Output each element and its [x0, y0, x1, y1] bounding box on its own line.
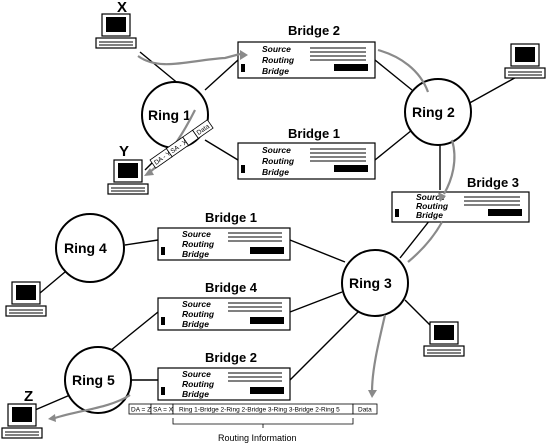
- bridge-1-top-label: Bridge 1: [288, 126, 340, 141]
- bridge-2-top-line1: Source: [262, 44, 291, 54]
- computer-z-icon: [1, 403, 43, 439]
- bridge-1-top: Source Routing Bridge: [237, 142, 376, 180]
- station-z-label: Z: [24, 388, 33, 405]
- bridge-3-line3: Bridge: [416, 210, 443, 220]
- bridge-3: Source Routing Bridge: [391, 191, 530, 223]
- bridge-1-top-line2: Routing: [262, 156, 295, 166]
- top-frame: DA - Y SA - X Data: [149, 119, 214, 169]
- bottom-frame-ri: Ring 1-Bridge 2-Ring 2-Bridge 3-Ring 3-B…: [179, 407, 340, 414]
- link-bridge3-ring3: [399, 219, 431, 259]
- link-ring4-pc: [39, 271, 66, 294]
- frame-route-path: [48, 48, 456, 422]
- link-bridge1-ring3: [289, 239, 346, 263]
- link-z-ring5: [34, 394, 71, 411]
- bottom-frame-da: DA = Z: [131, 407, 151, 414]
- route-ring2-to-bridge3: [443, 139, 456, 195]
- ring-4: Ring 4: [55, 213, 125, 283]
- route-bridge2-to-ring2: [377, 48, 430, 93]
- bridge-4: Source Routing Bridge: [157, 297, 291, 331]
- bridge-3-line1: Source: [416, 192, 445, 202]
- ring-2-label: Ring 2: [412, 104, 455, 120]
- link-ring4-bridge1: [124, 239, 159, 246]
- link-ring5-bridge4: [104, 311, 159, 356]
- computer-ring4-icon: [5, 281, 47, 317]
- arrow-head-4: [48, 414, 56, 422]
- computer-x-icon: [95, 13, 137, 49]
- ring-4-label: Ring 4: [64, 240, 107, 256]
- bridge-1-top-line1: Source: [262, 145, 291, 155]
- arrow-head-3: [368, 390, 377, 398]
- computer-y-icon: [107, 159, 149, 195]
- bridge-2-low: Source Routing Bridge: [157, 367, 291, 401]
- bridge-4-label: Bridge 4: [205, 280, 258, 295]
- bridge-4-line3: Bridge: [182, 319, 209, 329]
- arrow-head-2: [438, 192, 446, 202]
- routing-information-caption: Routing Information: [218, 433, 297, 443]
- link-bridge2-ring3: [289, 309, 361, 381]
- route-ring3-to-bridge2: [370, 314, 387, 393]
- bridge-2-low-line3: Bridge: [182, 389, 209, 399]
- link-ring1-bridge1: [204, 139, 239, 161]
- station-y-label: Y: [119, 143, 129, 160]
- bridge-4-line2: Routing: [182, 309, 215, 319]
- ring-1-label: Ring 1: [148, 107, 191, 123]
- bridge-2-low-line1: Source: [182, 369, 211, 379]
- bottom-frame: DA = Z SA = X Ring 1-Bridge 2-Ring 2-Bri…: [128, 403, 378, 428]
- bridge-4-line1: Source: [182, 299, 211, 309]
- ring-5-label: Ring 5: [72, 372, 115, 388]
- route-ring5-to-z: [54, 394, 131, 420]
- bridge-1-low-line1: Source: [182, 229, 211, 239]
- ring-5: Ring 5: [64, 346, 132, 414]
- bridge-1-low: Source Routing Bridge: [157, 227, 291, 261]
- link-bridge1-ring2: [374, 129, 413, 161]
- bridge-1-low-line3: Bridge: [182, 249, 209, 259]
- bridge-2-low-line2: Routing: [182, 379, 215, 389]
- bridge-2-low-label: Bridge 2: [205, 350, 257, 365]
- bottom-frame-sa: SA = X: [153, 407, 174, 414]
- bridge-2-top-line3: Bridge: [262, 66, 289, 76]
- bridge-2-top-line2: Routing: [262, 55, 295, 65]
- ring-3: Ring 3: [341, 249, 409, 317]
- link-ring2-pc: [465, 74, 521, 106]
- computer-ring2-icon: [504, 43, 546, 79]
- bridge-2-top: Source Routing Bridge: [237, 41, 376, 79]
- link-bridge4-ring3: [289, 291, 343, 313]
- ring-2: Ring 2: [404, 78, 472, 146]
- arrow-head-1: [240, 50, 248, 60]
- bridge-1-low-label: Bridge 1: [205, 210, 257, 225]
- station-x-label: X: [117, 0, 127, 16]
- bridge-1-top-line3: Bridge: [262, 167, 289, 177]
- route-bridge3-to-ring3: [407, 221, 443, 263]
- link-x-ring1: [139, 51, 181, 86]
- bridge-3-label: Bridge 3: [467, 175, 519, 190]
- link-ring1-bridge2: [204, 59, 239, 91]
- link-bridge2-ring2: [374, 59, 413, 91]
- bottom-frame-data: Data: [358, 407, 372, 414]
- computer-ring3-icon: [423, 321, 465, 357]
- ring-3-label: Ring 3: [349, 275, 392, 291]
- bridge-2-top-label: Bridge 2: [288, 23, 340, 38]
- route-x-to-bridge2: [137, 52, 241, 66]
- arrow-head-5: [144, 168, 154, 176]
- bridge-3-line2: Routing: [416, 201, 449, 211]
- bridge-1-low-line2: Routing: [182, 239, 215, 249]
- links: [34, 51, 521, 411]
